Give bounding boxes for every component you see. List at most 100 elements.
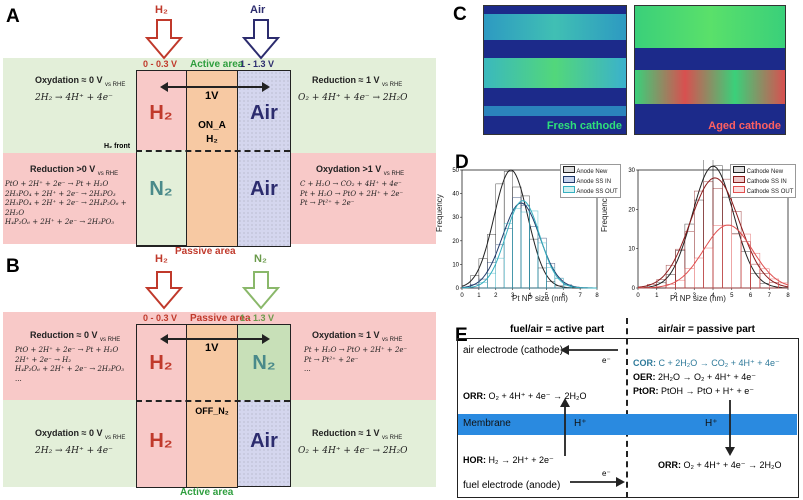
air-box-label-bottom-a: Air <box>250 178 278 200</box>
x-tick-label: 6 <box>562 293 566 299</box>
y-tick-label: 0 <box>456 286 460 292</box>
panel-letter-b: B <box>6 256 20 277</box>
y-tick-label: 20 <box>452 239 459 245</box>
panel-letter-e: E <box>455 325 468 346</box>
legend-item: Anode New <box>563 166 618 176</box>
y-tick-label: 30 <box>452 215 459 221</box>
voltage-right-b: 1 - 1.3 V <box>240 313 275 323</box>
electrode-band <box>484 106 626 116</box>
fuel-electrode-label: fuel electrode (anode) <box>463 480 561 491</box>
equation: PtO + 2H⁺ + 2e⁻ → Pt + H₂O <box>15 346 119 354</box>
right-y-label: Frequency <box>600 194 609 232</box>
electrode-band <box>635 6 785 48</box>
histogram-bar <box>722 196 732 289</box>
histogram-bar <box>712 188 723 289</box>
x-tick-label: 4 <box>711 293 715 299</box>
y-tick-label: 20 <box>628 207 635 213</box>
fresh-cathode-label: Fresh cathode <box>546 120 622 132</box>
histogram-bar <box>740 251 751 289</box>
on-a-label: ON_A <box>198 120 226 131</box>
histogram-bar <box>537 242 547 289</box>
equation: Pt → Pt²⁺ + 2e⁻ <box>300 199 355 207</box>
y-tick-label: 30 <box>628 168 635 174</box>
legend-item: Cathode SS IN <box>733 176 793 186</box>
histogram-bar <box>537 267 547 289</box>
one-volt-label-b: 1V <box>205 342 219 354</box>
y-tick-label: 0 <box>632 286 636 292</box>
histogram-bar <box>487 234 496 289</box>
equation: H₄P₂O₆ + 2H⁺ + 2e⁻ → 2H₃PO₃ <box>15 365 125 373</box>
histogram-bar <box>546 267 556 289</box>
left-x-label: Pt NP size (nm) <box>512 294 568 303</box>
histogram-bar <box>722 224 732 289</box>
divider <box>186 324 187 487</box>
left-bottom-eqs-a: PtO + 2H⁺ + 2e⁻ → Pt + H₂O 2H₃PO₄ + 2H⁺ … <box>5 180 135 228</box>
histogram-bar <box>703 181 714 289</box>
right-bottom-eqs-a: C + H₂O → CO₂ + 4H⁺ + 4e⁻ Pt + H₂O → PtO… <box>300 180 434 209</box>
histogram-bar <box>529 238 539 289</box>
x-tick-label: 6 <box>749 293 753 299</box>
x-tick-label: 2 <box>494 293 498 299</box>
equation: ... <box>15 374 22 383</box>
electron-arrow-top <box>560 345 618 355</box>
electrode-band <box>635 70 785 104</box>
left-top-header-a: Oxydation ≈ 0 V vs RHE <box>35 75 126 88</box>
equation: Pt + H₂O → PtO + 2H⁺ + 2e⁻ <box>300 189 404 198</box>
h2-gas-label-b: H₂ <box>155 253 168 265</box>
divider <box>237 324 238 487</box>
right-top-header-a: Reduction ≈ 1 V vs RHE <box>312 75 403 88</box>
divider <box>237 70 238 246</box>
x-tick-label: 7 <box>768 293 772 299</box>
equation: C + H₂O → CO₂ + 4H⁺ + 4e⁻ <box>300 180 402 188</box>
right-legend: Cathode New Cathode SS IN Cathode SS OUT <box>730 164 797 198</box>
fit-curve <box>637 177 789 288</box>
cathode-column-a <box>238 70 291 247</box>
active-area-label-a: Active area <box>190 59 244 70</box>
left-bottom-eq-b: 2H₂ → 4H⁺ + 4e⁻ <box>35 446 113 456</box>
x-tick-label: 4 <box>528 293 532 299</box>
histogram-bar <box>759 268 770 289</box>
electron-arrow-bottom <box>570 477 625 487</box>
left-legend: Anode New Anode SS IN Anode SS OUT <box>560 164 621 198</box>
gas-arrows-b <box>144 271 281 310</box>
proton-arrow-right <box>725 400 735 456</box>
divider <box>186 70 187 246</box>
aged-cathode-image: Aged cathode <box>634 5 786 135</box>
right-x-label: Pt NP size (nm) <box>670 294 726 303</box>
air-inlet-arrow <box>241 19 281 60</box>
y-tick-label: 50 <box>452 168 459 174</box>
legend-item: Cathode SS OUT <box>733 186 793 196</box>
x-tick-label: 5 <box>545 293 549 299</box>
histogram-bar <box>503 223 513 289</box>
histogram-bar <box>731 233 742 289</box>
histogram-bar <box>478 282 488 289</box>
orr-right-reaction: ORR: O₂ + 4H⁺ + 4e⁻ → 2H₂O <box>658 460 782 470</box>
x-tick-label: 5 <box>730 293 734 299</box>
y-tick-label: 10 <box>628 247 635 253</box>
membrane-column-b <box>186 324 238 488</box>
panel-letter-a: A <box>6 6 20 27</box>
x-tick-label: 1 <box>655 293 659 299</box>
electrode-band <box>484 58 626 88</box>
left-top-header-b: Reduction ≈ 0 V vs RHE <box>30 330 121 343</box>
panel-letter-c: C <box>453 4 467 25</box>
air-box-label-b: Air <box>250 430 278 452</box>
proton-label-right: H⁺ <box>705 418 718 429</box>
equation: H₄P₂O₆ + 2H⁺ + 2e⁻ → 2H₃PO₃ <box>5 218 115 226</box>
x-tick-label: 0 <box>636 293 640 299</box>
ptor-reaction: PtOR: PtOH → PtO + H⁺ + e⁻ <box>633 386 755 396</box>
voltage-left-b: 0 - 0.3 V <box>143 313 178 323</box>
front-line-b <box>136 400 290 402</box>
panel-letter-d: D <box>455 152 469 173</box>
active-part-title: fuel/air = active part <box>510 324 605 335</box>
passive-area-label-b: Passive area <box>190 313 251 324</box>
active-area-label-b: Active area <box>180 487 234 498</box>
x-tick-label: 3 <box>693 293 697 299</box>
right-bottom-eq-b: O₂ + 4H⁺ + 4e⁻ → 2H₂O <box>298 446 408 456</box>
electron-label-top: e⁻ <box>602 356 611 365</box>
histogram-bar <box>750 273 761 289</box>
histogram-bar <box>712 165 723 289</box>
x-tick-label: 8 <box>595 293 599 299</box>
legend-item: Anode SS IN <box>563 176 618 186</box>
